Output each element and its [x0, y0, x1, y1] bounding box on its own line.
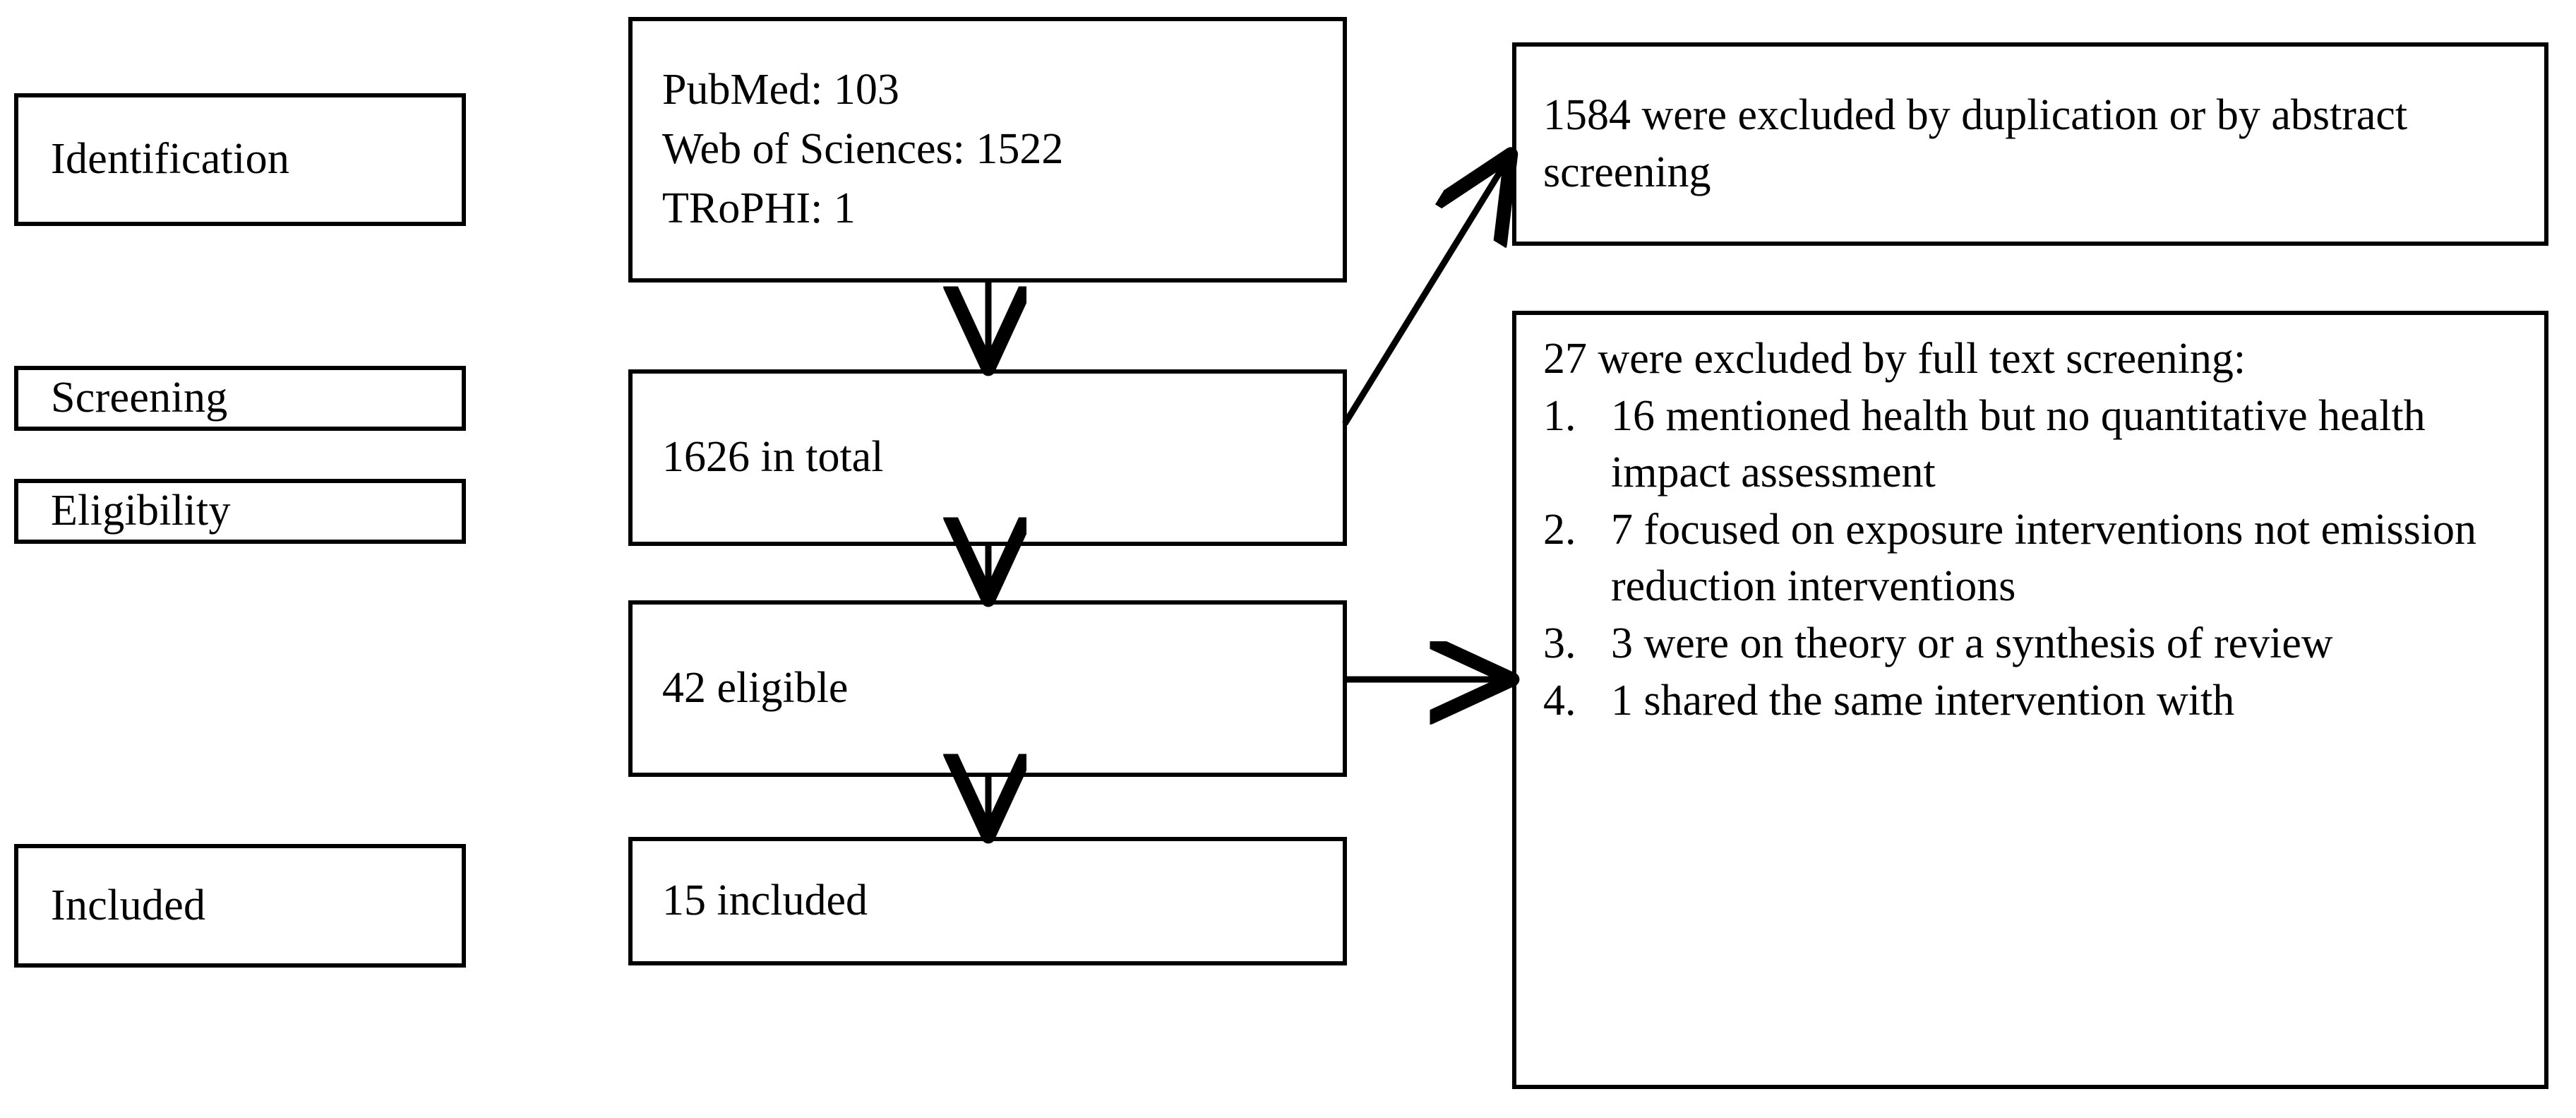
exclusion-reason-number: 2.	[1543, 505, 1576, 554]
stage-box-identification: Identification	[14, 93, 466, 226]
records-included-box: 15 included	[628, 837, 1347, 965]
exclusion-reason-text: 1 shared the same intervention with	[1611, 676, 2235, 725]
stage-label-included: Included	[51, 881, 206, 929]
stage-box-eligibility: Eligibility	[14, 479, 466, 544]
records-eligible-label: 42 eligible	[662, 664, 849, 713]
exclusion-reason-text: 16 mentioned health but no quantitative …	[1611, 391, 2426, 497]
stage-box-screening: Screening	[14, 366, 466, 431]
stage-label-screening: Screening	[51, 374, 228, 422]
exclusion-reason-text: 3 were on theory or a synthesis of revie…	[1611, 619, 2333, 667]
exclusion-reason-item: 3. 3 were on theory or a synthesis of re…	[1543, 615, 2520, 672]
records-total-box: 1626 in total	[628, 369, 1347, 546]
exclusion-screening-text-wrap: 1584 were excluded by duplication or by …	[1516, 87, 2544, 201]
exclusion-reason-number: 1.	[1543, 391, 1576, 440]
exclusion-reason-number: 4.	[1543, 676, 1576, 725]
records-identified-box: PubMed: 103 Web of Sciences: 1522 TRoPHI…	[628, 17, 1347, 283]
records-included-label: 15 included	[662, 876, 868, 925]
exclusion-reason-item: 1. 16 mentioned health but no quantitati…	[1543, 388, 2520, 501]
exclusion-reason-text: 7 focused on exposure interventions not …	[1611, 505, 2477, 611]
stage-box-included: Included	[14, 844, 466, 968]
exclusion-reason-list: 1. 16 mentioned health but no quantitati…	[1543, 388, 2520, 730]
exclusion-reason-item: 2. 7 focused on exposure interventions n…	[1543, 501, 2520, 615]
exclusion-reason-number: 3.	[1543, 619, 1576, 667]
exclusion-fulltext-heading: 27 were excluded by full text screening:	[1543, 335, 2246, 383]
source-web-of-sciences: Web of Sciences: 1522	[662, 125, 1064, 174]
source-pubmed: PubMed: 103	[662, 66, 899, 114]
exclusion-fulltext-box: 27 were excluded by full text screening:…	[1512, 311, 2548, 1089]
stage-label-identification: Identification	[51, 135, 290, 184]
arrow-total-to-screening-exclusion	[1342, 157, 1509, 426]
exclusion-reason-item: 4. 1 shared the same intervention with	[1543, 672, 2520, 730]
source-trophi: TRoPHI: 1	[662, 184, 856, 232]
stage-label-eligibility: Eligibility	[51, 487, 231, 535]
exclusion-screening-box: 1584 were excluded by duplication or by …	[1512, 42, 2548, 246]
records-total-label: 1626 in total	[662, 433, 884, 482]
records-eligible-box: 42 eligible	[628, 600, 1347, 777]
records-identified-list: PubMed: 103 Web of Sciences: 1522 TRoPHI…	[633, 61, 1343, 238]
exclusion-fulltext-content: 27 were excluded by full text screening:…	[1516, 331, 2544, 729]
exclusion-screening-text: 1584 were excluded by duplication or by …	[1543, 91, 2408, 196]
